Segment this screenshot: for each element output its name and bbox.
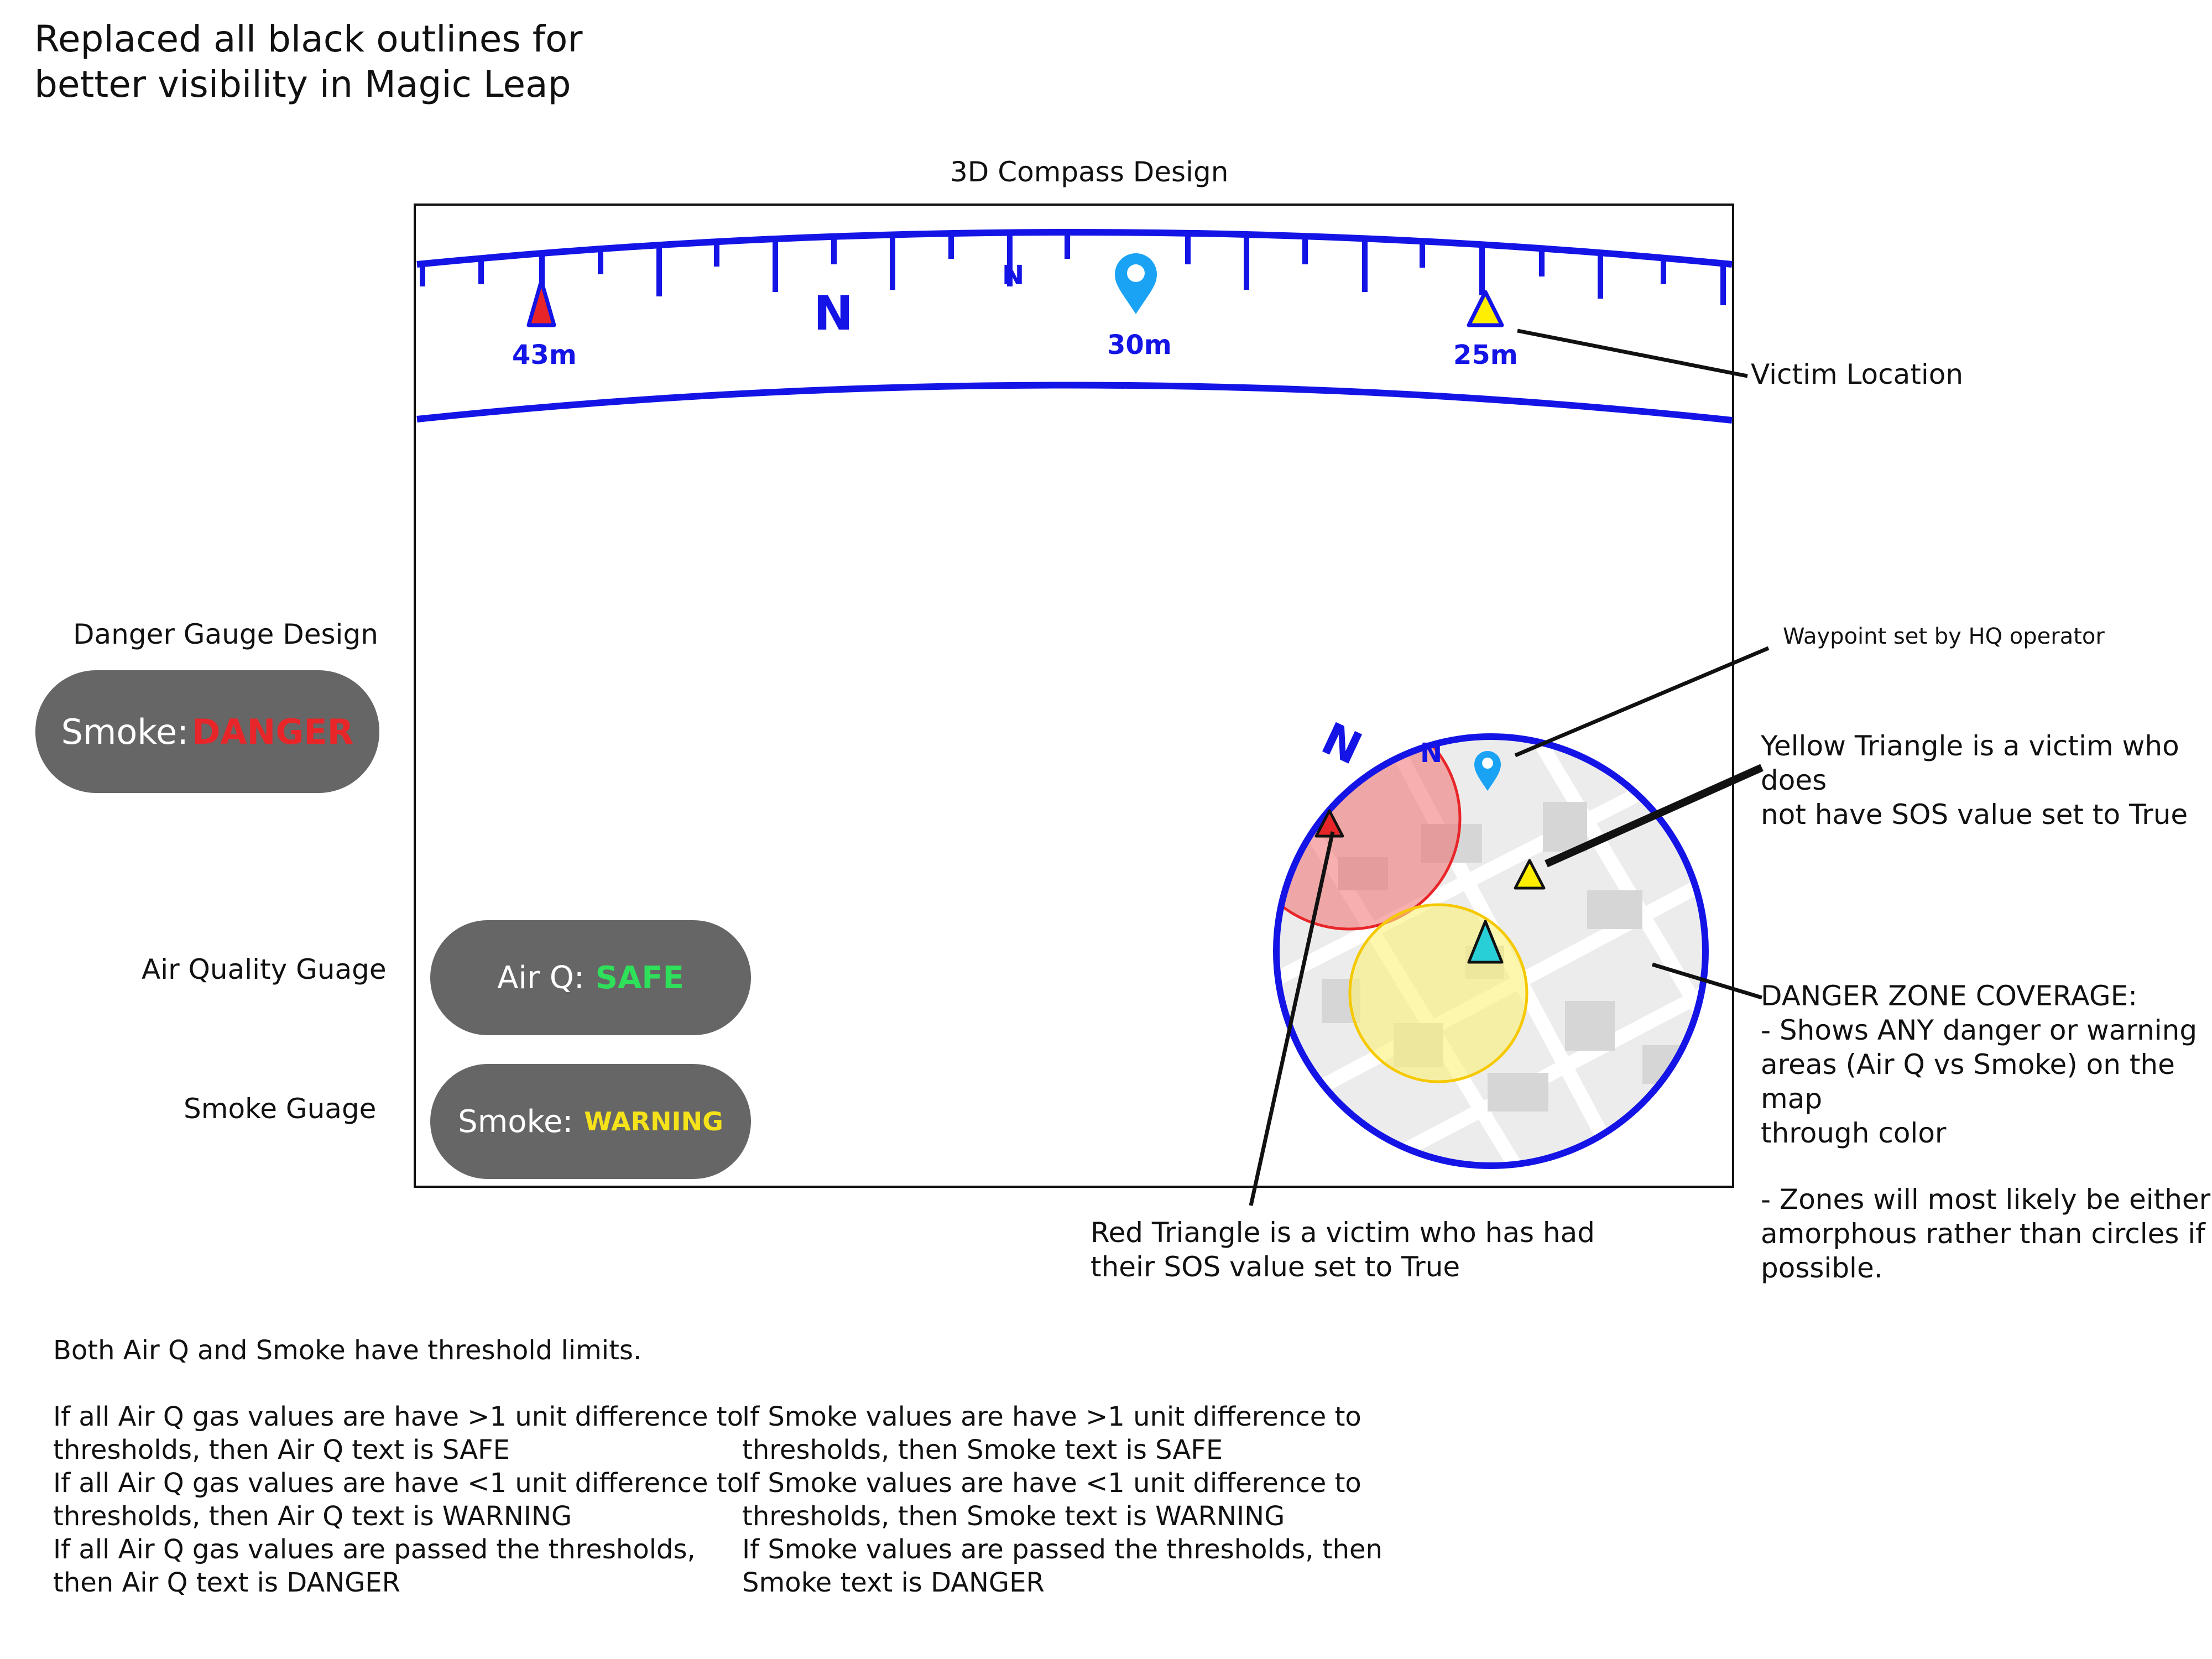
- smoke-gauge-label: Smoke:: [458, 1103, 573, 1140]
- danger-zone-line-6: possible.: [1761, 1252, 1883, 1284]
- compass-strip: N N 43m 30m 25m: [416, 229, 1733, 424]
- page-title: Replaced all black outlines for better v…: [34, 17, 583, 107]
- compass-north-small: N: [1002, 260, 1024, 291]
- danger-gauge-caption: Danger Gauge Design: [73, 618, 378, 650]
- danger-zone-line-2: areas (Air Q vs Smoke) on the map: [1761, 1048, 2175, 1115]
- label-red-triangle-line-2: their SOS value set to True: [1091, 1251, 1460, 1283]
- smoke-gauge-status: WARNING: [584, 1107, 723, 1136]
- air-quality-gauge-label: Air Q:: [497, 959, 585, 996]
- compass-top-arc: [416, 229, 1733, 268]
- red-triangle-icon: [526, 279, 556, 327]
- minimap: N N: [1273, 713, 1731, 1183]
- minimap-yellow-triangle-icon: [1514, 859, 1546, 890]
- page-title-line-2: better visibility in Magic Leap: [34, 63, 571, 106]
- label-red-triangle-line-1: Red Triangle is a victim who has had: [1091, 1217, 1595, 1249]
- compass-ticks: [420, 234, 1726, 305]
- air-quality-gauge: Air Q: SAFE: [430, 920, 751, 1035]
- label-yellow-triangle-line-2: not have SOS value set to True: [1761, 799, 2188, 831]
- danger-zone-line-4: - Zones will most likely be either: [1761, 1183, 2211, 1215]
- label-victim-location: Victim Location: [1751, 358, 1964, 390]
- minimap-waypoint-pin-icon: [1474, 751, 1501, 791]
- danger-zone-line-5: amorphous rather than circles if: [1761, 1218, 2205, 1250]
- label-danger-zone: DANGER ZONE COVERAGE: - Shows ANY danger…: [1761, 979, 2212, 1285]
- danger-gauge: Smoke: DANGER: [35, 670, 379, 793]
- page-title-line-1: Replaced all black outlines for: [34, 18, 583, 60]
- minimap-north-big: N: [1314, 713, 1369, 775]
- blue-pin-icon: [1115, 253, 1157, 314]
- danger-zone-line-1: - Shows ANY danger or warning: [1761, 1014, 2198, 1046]
- red-danger-zone-right: [1714, 818, 1731, 1183]
- air-quality-gauge-caption: Air Quality Guage: [142, 953, 387, 985]
- label-yellow-triangle-line-1: Yellow Triangle is a victim who does: [1761, 730, 2179, 796]
- danger-zone-line-3: through color: [1761, 1117, 1947, 1149]
- label-yellow-triangle: Yellow Triangle is a victim who does not…: [1761, 729, 2212, 832]
- danger-gauge-label: Smoke:: [61, 711, 189, 752]
- danger-zone-title: DANGER ZONE COVERAGE:: [1761, 980, 2138, 1012]
- smoke-gauge: Smoke: WARNING: [430, 1064, 751, 1179]
- marker-distance-red: 43m: [512, 340, 577, 371]
- label-red-triangle: Red Triangle is a victim who has had the…: [1091, 1215, 1595, 1284]
- marker-distance-blue: 30m: [1107, 330, 1172, 361]
- compass-caption: 3D Compass Design: [950, 156, 1229, 188]
- notes-smoke-rules: If Smoke values are have >1 unit differe…: [742, 1401, 1383, 1598]
- yellow-warning-zone: [1348, 903, 1528, 1083]
- danger-gauge-status: DANGER: [192, 711, 354, 752]
- compass-north-big: N: [813, 286, 853, 341]
- label-waypoint: Waypoint set by HQ operator: [1783, 624, 2105, 649]
- minimap-north-small: N: [1420, 738, 1442, 769]
- yellow-triangle-icon: [1467, 290, 1504, 327]
- air-quality-gauge-status: SAFE: [595, 959, 684, 996]
- compass-bottom-arc: [416, 382, 1733, 424]
- marker-distance-yellow: 25m: [1453, 340, 1518, 371]
- notes-air-q-rules: If all Air Q gas values are have >1 unit…: [53, 1401, 743, 1598]
- notes-intro: Both Air Q and Smoke have threshold limi…: [53, 1335, 642, 1366]
- minimap-player-triangle-icon: [1467, 920, 1504, 964]
- smoke-gauge-caption: Smoke Guage: [184, 1093, 377, 1125]
